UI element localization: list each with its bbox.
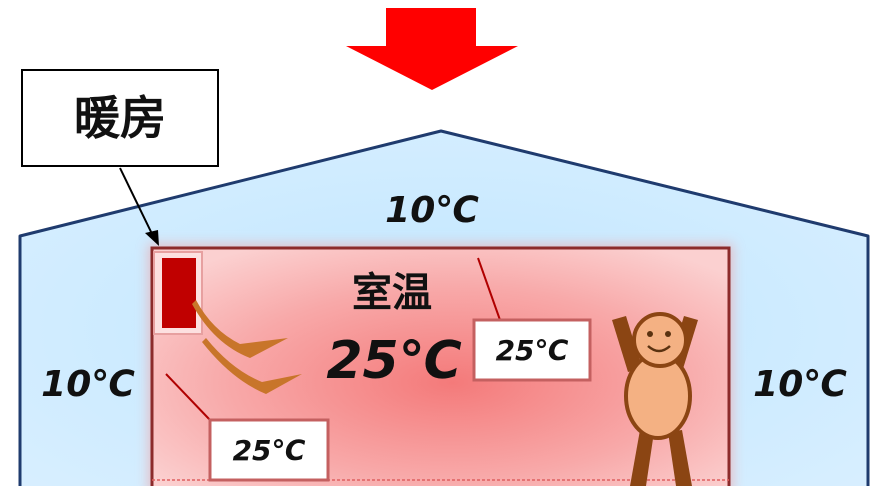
outside-temp-left: 10℃ [41, 364, 135, 405]
pointer-arrowhead-icon [145, 230, 159, 246]
heater-icon [153, 251, 203, 335]
warm-air-icon [192, 300, 302, 394]
label-box-text: 暖房 [74, 91, 166, 145]
label-box: 暖房 [21, 69, 219, 167]
wall-temp-callout-text: 25℃ [496, 334, 569, 367]
floor-temp-callout: 25℃ [208, 418, 330, 482]
down-arrow-icon [346, 8, 518, 90]
room-temp: 25℃ [326, 331, 461, 391]
person-figure [612, 312, 698, 486]
room-title: 室温 [352, 270, 432, 316]
outside-temp-right: 10℃ [753, 364, 847, 405]
wall-temp-callout: 25℃ [472, 318, 592, 382]
outside-temp-top: 10℃ [385, 190, 479, 231]
floor-temp-callout-text: 25℃ [233, 434, 306, 467]
